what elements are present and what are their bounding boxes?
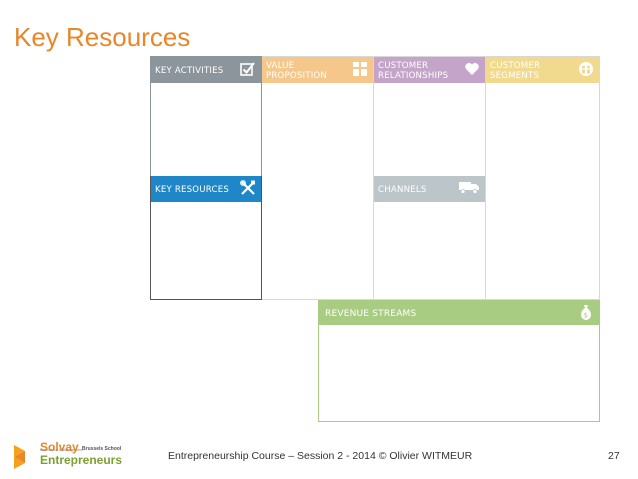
people-icon <box>579 62 593 76</box>
key-activities-block: KEY ACTIVITIES <box>150 56 262 176</box>
customer-relationships-header: CUSTOMER RELATIONSHIPS <box>374 57 485 83</box>
customer-segments-label-line1: CUSTOMER <box>490 61 541 71</box>
key-activities-header: KEY ACTIVITIES <box>151 57 261 83</box>
business-model-canvas: KEY ACTIVITIES KEY RESOURCES VALUE PROPO… <box>150 56 600 422</box>
tools-icon <box>240 180 255 195</box>
value-proposition-label-line1: VALUE <box>266 61 295 71</box>
heart-icon <box>465 63 479 75</box>
revenue-streams-label: REVENUE STREAMS <box>325 309 417 319</box>
revenue-streams-block: REVENUE STREAMS $ <box>318 300 600 422</box>
customer-relationships-label-line2: RELATIONSHIPS <box>378 71 449 81</box>
value-proposition-header: VALUE PROPOSITION <box>262 57 373 83</box>
logo-line1-small: Brussels School <box>82 446 122 452</box>
key-resources-label: KEY RESOURCES <box>155 185 229 195</box>
gift-icon <box>353 62 367 76</box>
customer-relationships-block: CUSTOMER RELATIONSHIPS <box>374 56 486 176</box>
key-resources-block: KEY RESOURCES <box>150 176 262 300</box>
svg-text:$: $ <box>584 312 589 320</box>
value-proposition-block: VALUE PROPOSITION <box>262 56 374 300</box>
value-proposition-label-line2: PROPOSITION <box>266 71 328 81</box>
key-activities-label: KEY ACTIVITIES <box>155 66 224 76</box>
customer-segments-header: CUSTOMER SEGMENTS <box>486 57 599 83</box>
logo-line1: Solvay <box>40 440 79 454</box>
revenue-streams-header: REVENUE STREAMS $ <box>319 300 599 325</box>
slide-title: Key Resources <box>14 22 191 52</box>
key-resources-header: KEY RESOURCES <box>151 176 261 202</box>
channels-block: CHANNELS <box>374 176 486 300</box>
solvay-entrepreneurs-logo: Solvay Brussels School Economics & Manag… <box>12 441 122 471</box>
channels-header: CHANNELS <box>374 176 485 202</box>
truck-icon <box>459 182 479 194</box>
logo-mark-icon <box>14 445 25 469</box>
customer-relationships-label-line1: CUSTOMER <box>378 61 429 71</box>
customer-segments-label-line2: SEGMENTS <box>490 71 540 81</box>
money-bag-icon: $ <box>581 305 591 320</box>
checkbox-icon <box>240 62 255 76</box>
page-number: 27 <box>608 450 620 462</box>
logo-line2: Entrepreneurs <box>40 453 123 467</box>
customer-segments-block: CUSTOMER SEGMENTS <box>486 56 600 300</box>
channels-label: CHANNELS <box>378 185 427 195</box>
logo-tagline: Economics & Management <box>40 448 83 452</box>
footer-text: Entrepreneurship Course – Session 2 - 20… <box>168 450 473 462</box>
